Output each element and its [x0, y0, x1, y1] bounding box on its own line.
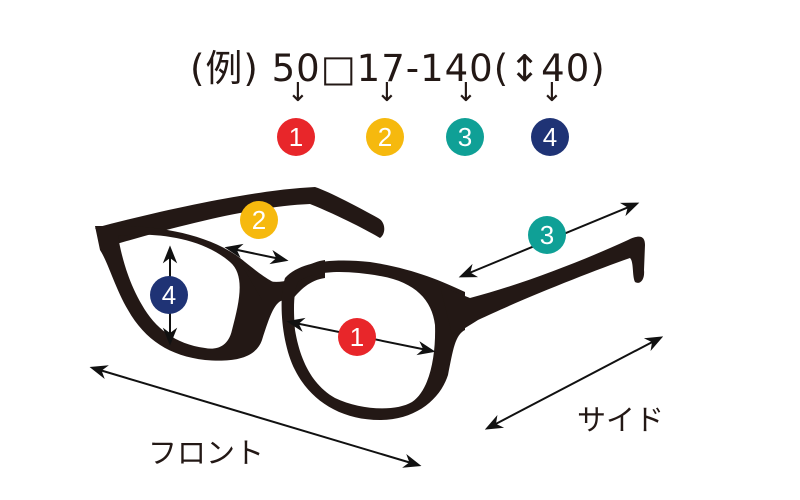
diagram-badge-2: 2 — [240, 201, 278, 239]
side-label: サイド — [577, 403, 665, 437]
badge-2-bridge-width: 2 — [366, 118, 404, 156]
diagram-badge-4: 4 — [150, 276, 188, 314]
diagram-badge-3: 3 — [528, 216, 566, 254]
down-arrow-icon: ↓ — [287, 78, 309, 108]
bridge-width-arrow — [224, 243, 289, 265]
size-example-text: (例) 50□17-140(↕40) — [190, 47, 606, 90]
diagram-badge-1: 1 — [338, 318, 376, 356]
badge-1-lens-width: 1 — [277, 118, 315, 156]
left-lens-frame — [95, 225, 285, 361]
front-label: フロント — [148, 436, 265, 470]
right-lens-frame — [281, 260, 465, 420]
down-arrow-icon: ↓ — [541, 78, 563, 108]
side-length-arrow — [484, 336, 664, 430]
badge-4-lens-height: 4 — [531, 118, 569, 156]
front-width-arrow — [89, 365, 422, 468]
badge-3-temple-length: 3 — [446, 118, 484, 156]
down-arrow-icon: ↓ — [455, 78, 477, 108]
down-arrow-icon: ↓ — [376, 78, 398, 108]
back-temple — [95, 187, 385, 246]
